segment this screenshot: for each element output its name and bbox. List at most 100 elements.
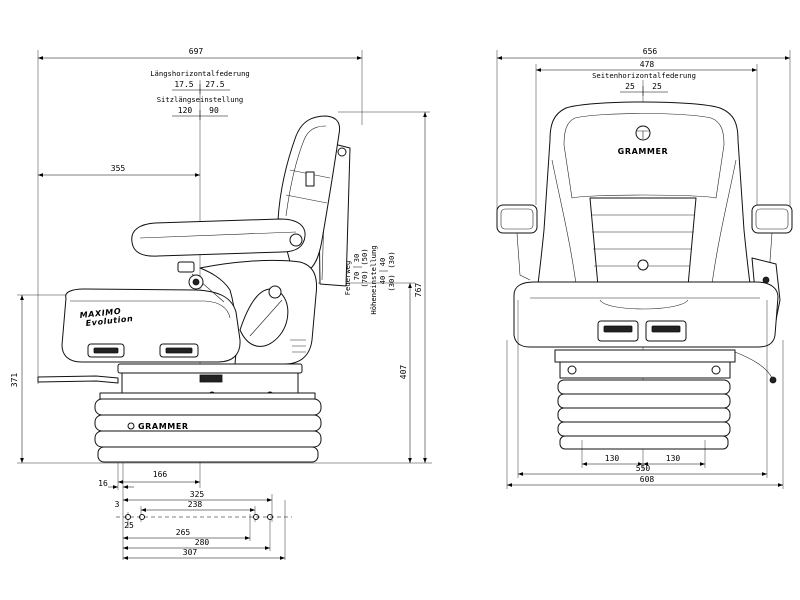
bellows-top-plate	[99, 392, 316, 400]
seat-side-drawing: MAXIMO Evolution	[37, 115, 351, 463]
dimension-value: 3	[115, 500, 120, 509]
backrest-center-panel	[589, 197, 697, 287]
dimension-base-overall-width: 608	[506, 340, 784, 489]
base-logo-mark	[127, 422, 135, 430]
bellows-fold	[97, 446, 319, 463]
left-armrest	[496, 204, 538, 234]
dimension-value: 307	[183, 548, 198, 557]
handle-grip	[165, 347, 193, 354]
height-adjustment-value: 40	[378, 276, 387, 285]
dimension-value: 697	[189, 47, 204, 56]
pivot-knob	[268, 285, 282, 299]
cushion-seams	[530, 297, 760, 310]
armrest-pivot	[289, 233, 303, 247]
height-adjustment-alt-value: (30)	[387, 274, 396, 291]
frame-bolt	[337, 147, 347, 157]
dimension-value: 407	[399, 365, 408, 380]
slide-rails	[554, 349, 736, 363]
cushion-logo-line1: MAXIMO	[79, 307, 121, 320]
bellows-fold	[557, 421, 731, 437]
lever-knob	[769, 376, 777, 384]
base-logo: GRAMMER	[138, 422, 189, 431]
bellows-fold	[557, 393, 731, 409]
side-cover-details	[249, 299, 306, 353]
housing-bracket	[199, 374, 223, 383]
side-view: 697 Längshorizontalfederung 17.5 27.5 Si…	[10, 47, 432, 560]
dimension-overall-length: 697	[37, 47, 363, 384]
seat-slide-front-value: 120	[178, 106, 193, 115]
suspension-travel-dimension: Federweg 30 70 (50) (70)	[343, 248, 369, 295]
backrest-lever	[239, 288, 289, 347]
dimension-value: 16	[98, 479, 108, 488]
dimension-value: 130	[605, 454, 620, 463]
dimension-overall-width: 656	[496, 47, 791, 210]
backrest-seam	[285, 125, 327, 217]
lateral-isolator-right-value: 25	[652, 82, 662, 91]
slide-lever-rod	[37, 375, 119, 384]
height-adjustment-dimension: Höheneinstellung 40 40 (30) (30)	[369, 245, 396, 314]
suspension-housing	[559, 361, 731, 379]
housing-bolt	[711, 365, 721, 375]
handle-grip	[93, 347, 119, 354]
seat-slide-label: Sitzlängseinstellung	[157, 95, 244, 104]
dimension-value: 355	[111, 164, 126, 173]
dimension-value: 608	[640, 475, 655, 484]
logo-mark-detail	[637, 130, 649, 139]
right-armrest	[751, 204, 793, 234]
dimension-seat-reference: 355	[38, 164, 200, 177]
bellows-fold	[559, 435, 729, 450]
armrest-inner	[500, 208, 534, 230]
dimension-value: 238	[188, 500, 203, 509]
dimension-value: 166	[153, 470, 168, 479]
height-lever	[734, 351, 773, 379]
armrest-inner	[755, 208, 789, 230]
fore-aft-front-value: 17.5	[174, 80, 193, 89]
handle-grip	[651, 325, 681, 333]
backrest-center-mark	[637, 259, 649, 271]
belt-buckle	[177, 261, 195, 273]
lateral-isolator-label: Seitenhorizontalfederung	[592, 71, 696, 80]
dimension-value: 656	[643, 47, 658, 56]
suspension-travel-value: 30	[352, 254, 361, 263]
control-knob	[762, 276, 770, 284]
left-armrest-support	[516, 232, 531, 281]
lumbar-knob	[305, 171, 315, 187]
cushion-seam	[70, 300, 231, 319]
housing-bolt	[567, 365, 577, 375]
dimension-value: 767	[414, 283, 423, 298]
handle-grip	[603, 325, 633, 333]
knob-center	[192, 278, 200, 286]
dimension-value: 25	[124, 521, 134, 530]
dimension-mounting-half-widths: 130 130	[581, 440, 706, 468]
backrest	[537, 101, 751, 285]
dimension-value: 478	[640, 60, 655, 69]
dimension-overall-height: 767	[338, 111, 430, 463]
bellows-fold	[94, 430, 322, 448]
fore-aft-isolator-label: Längshorizontalfederung	[150, 69, 250, 78]
backrest-upper-panel	[563, 113, 725, 199]
dimension-value: 325	[190, 490, 205, 499]
height-adjustment-value: 40	[378, 258, 387, 267]
seat-front-drawing: GRAMMER	[496, 101, 793, 450]
fore-aft-rear-value: 27.5	[205, 80, 224, 89]
seat-slide-rear-value: 90	[209, 106, 219, 115]
dimension-value: 265	[176, 528, 191, 537]
armrest	[131, 218, 306, 257]
height-adjustment-alt-value: (30)	[387, 251, 396, 268]
suspension-travel-value: 70	[352, 272, 361, 281]
bellows-fold	[94, 398, 322, 416]
slide-rail	[117, 363, 303, 374]
dimension-cushion-height: 371	[10, 294, 70, 463]
dimension-base-offset: 166	[117, 463, 200, 490]
dimension-seat-height: 407	[318, 282, 415, 463]
dimension-backrest-width: 478	[535, 60, 758, 205]
seat-slide-dimension: Sitzlängseinstellung 120 90	[157, 95, 244, 120]
front-view: 656 478 Seitenhorizontalfederung 25 25	[496, 47, 793, 489]
dimension-value: 550	[636, 464, 651, 473]
bellows-fold	[557, 379, 731, 395]
lateral-isolator-left-value: 25	[625, 82, 635, 91]
suspension-travel-alt-value: (70)	[360, 270, 369, 287]
armrest-seam	[139, 231, 297, 239]
backrest-bolster-seams	[551, 159, 737, 285]
fore-aft-isolator-dimension: Längshorizontalfederung 17.5 27.5	[150, 69, 250, 94]
